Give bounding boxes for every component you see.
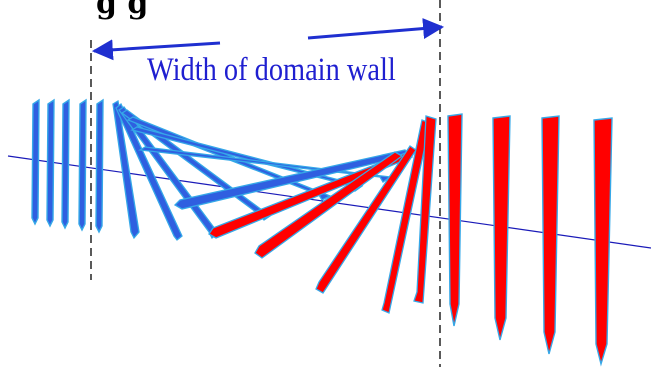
tilt-moment-1 (112, 99, 140, 240)
blue-moment-4 (78, 98, 87, 232)
blue-moment-1 (31, 98, 40, 226)
red-moment-3 (541, 115, 560, 355)
tilt-moment-8 (254, 151, 404, 259)
left-domain-moments (31, 98, 104, 234)
blue-moment-3 (61, 98, 70, 230)
width-arrow-right (307, 18, 445, 40)
tilt-moment-9 (315, 145, 417, 294)
cropped-title: g g (96, 0, 149, 21)
red-moment-2 (492, 115, 511, 341)
red-moment-4 (593, 117, 613, 367)
domain-wall-width-label: Width of domain wall (147, 52, 396, 88)
wall-rotating-moments (112, 99, 437, 314)
width-arrow-left (91, 39, 221, 61)
blue-moment-2 (46, 98, 55, 228)
right-domain-moments (447, 113, 613, 367)
red-moment-1 (447, 113, 463, 327)
tilt-moment-2 (115, 102, 183, 241)
blue-moment-5 (95, 98, 104, 234)
tilt-moment-7 (138, 146, 392, 183)
tilt-moment-11 (413, 115, 437, 304)
